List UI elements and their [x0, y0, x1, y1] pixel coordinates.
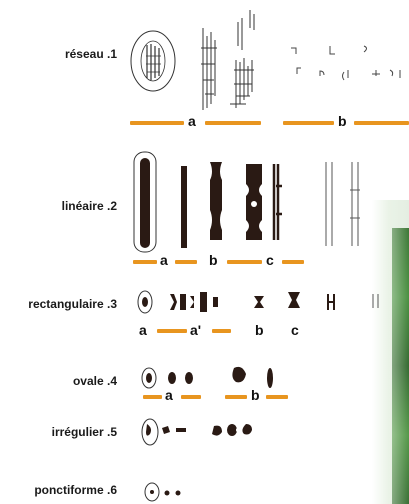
reseau-b-drawing [291, 46, 400, 80]
lineaire-a-fill [140, 158, 150, 248]
reseau-vessel-group-1 [203, 28, 215, 110]
lineaire-drawing [134, 152, 360, 252]
irregulier-drawing [142, 419, 252, 445]
reseau-cell-outline [131, 31, 175, 91]
ponctiforme-drawing [145, 483, 181, 501]
reseau-vessel-group-2 [236, 18, 252, 108]
reseau-a-drawing [131, 10, 254, 110]
lineaire-b [210, 162, 222, 240]
rectangulaire-drawing [138, 291, 378, 313]
lineaire-a2 [181, 166, 187, 248]
lineaire-outline-vessels [326, 162, 360, 246]
ovale-drawing [142, 367, 273, 388]
